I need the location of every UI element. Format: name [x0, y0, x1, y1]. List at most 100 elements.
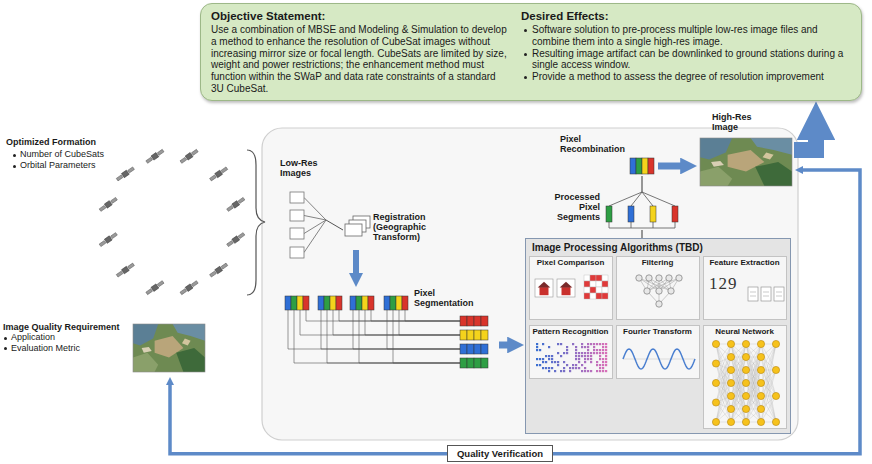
body-text: Use a combination of MBSE and Modeling &… [211, 24, 511, 94]
node-icon-part [599, 367, 601, 369]
node-icon-part [599, 352, 601, 354]
node-icon-part [655, 274, 661, 280]
node-icon-part [303, 296, 309, 310]
label-holder: 129 [709, 275, 738, 292]
node-icon-part [575, 367, 577, 369]
connector [641, 230, 642, 238]
bullet-item: Application [3, 332, 208, 343]
node-icon-part [727, 379, 734, 386]
node-icon-part [536, 364, 538, 366]
node-icon-part [599, 355, 601, 357]
node-icon-part [742, 405, 749, 412]
node-icon-part [746, 383, 761, 422]
objective-box: Objective Statement:Use a combination of… [200, 3, 862, 101]
node-icon-part [467, 330, 474, 340]
node-icon-part [559, 281, 572, 287]
node-icon-part [750, 291, 756, 292]
node-icon-part [542, 361, 544, 363]
node-icon-part [772, 392, 779, 399]
node-icon-part [596, 370, 598, 372]
process-step: Registration (Geographic Transform) [343, 212, 441, 248]
node-icon-part [402, 296, 408, 310]
node-icon-part [551, 355, 553, 357]
node-icon-part [481, 330, 488, 340]
node-icon-part [474, 358, 481, 368]
node-icon-part [602, 364, 604, 366]
node-icon-part [599, 370, 601, 372]
connector [794, 132, 816, 150]
node-icon-part [643, 287, 649, 293]
cubesat-icon-part [121, 266, 129, 274]
node-icon-part [353, 310, 460, 349]
node-icon-part [575, 349, 577, 351]
node-icon-part [593, 352, 595, 354]
node-icon-part [536, 346, 538, 348]
node-icon-part [467, 344, 474, 354]
node-icon-part [605, 361, 607, 363]
node-icon-part [742, 379, 749, 386]
process-panel [262, 128, 798, 440]
node-icon-part [587, 352, 589, 354]
satellite-image-part [700, 167, 732, 186]
cubesat-icon-part [128, 263, 135, 269]
node-icon-part [757, 353, 764, 360]
pixel-recombination: Pixel Recombination [560, 134, 656, 176]
node-icon-part [290, 210, 304, 221]
node-icon-part [548, 346, 550, 348]
node-icon-part [712, 379, 719, 386]
node-icon-part [560, 355, 562, 357]
node-icon-part [584, 361, 586, 363]
cubesat-icon-part [221, 167, 228, 173]
node-icon-part [648, 158, 654, 174]
node-icon-part [742, 353, 749, 360]
satellite-image-part [133, 353, 158, 372]
node-icon-part [757, 392, 764, 399]
node-icon-part [306, 310, 460, 321]
label-holder: Number of CubeSats [12, 149, 104, 160]
node-icon-part [339, 310, 460, 321]
algorithm-box: Pattern Recognition [529, 325, 613, 379]
node-icon-part [545, 355, 547, 357]
box-label: Quality Verification [452, 448, 548, 459]
node-icon-part [757, 418, 764, 425]
node-icon-part [655, 300, 661, 306]
node-icon-part [551, 358, 553, 360]
node-icon-part [642, 192, 675, 206]
cubesat-icon [116, 166, 135, 182]
node-icon-part [548, 355, 550, 357]
node-icon-part [590, 281, 596, 287]
node-icon-part [776, 291, 782, 292]
node-icon-part [602, 361, 604, 363]
node-icon-part [587, 343, 589, 345]
node-icon-part [763, 291, 769, 292]
node-icon-part [748, 287, 758, 301]
requirement-block: Image Quality RequirementApplicationEval… [3, 322, 208, 376]
node-icon-part [554, 370, 556, 372]
satellite-image-part [700, 138, 792, 186]
node-icon-part [399, 310, 460, 335]
node-icon-part [712, 359, 719, 366]
node-icon-part [590, 355, 592, 357]
cubesat-icon-part [180, 157, 187, 163]
node-icon-part [356, 296, 362, 310]
node-icon-part [727, 366, 734, 373]
satellite-image-part [755, 162, 792, 186]
cubesat-icon-part [180, 289, 187, 295]
node-icon-part [563, 367, 565, 369]
node-icon-part [561, 287, 570, 295]
node-icon-part [539, 364, 541, 366]
node-icon-part [581, 355, 583, 357]
node-icon-part [393, 310, 460, 363]
node-icon-part [609, 222, 610, 228]
satellite-image-part [133, 324, 158, 346]
node-icon-part [590, 343, 592, 345]
node-icon-part [731, 344, 746, 409]
node-icon-part [602, 281, 608, 287]
node-icon-part [596, 364, 598, 366]
node-icon-part [557, 364, 559, 366]
cubesat-icon-part [99, 241, 106, 247]
satellite-image-part [173, 324, 205, 341]
node-icon-part [596, 352, 598, 354]
node-icon-part [761, 357, 776, 422]
node-icon-part [359, 310, 460, 363]
